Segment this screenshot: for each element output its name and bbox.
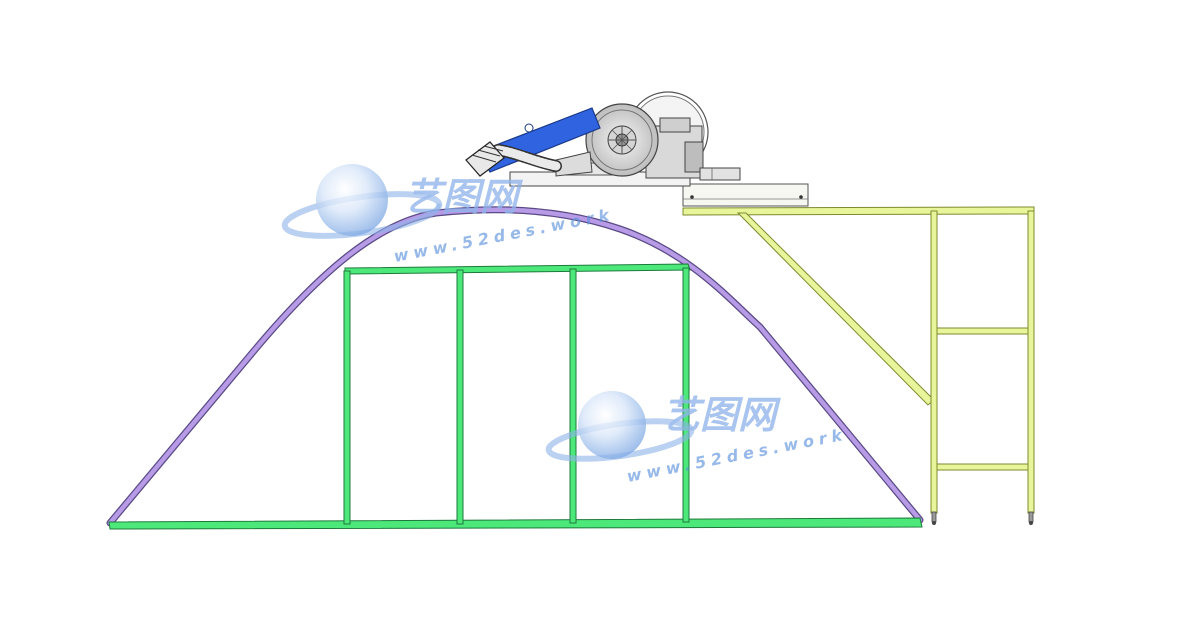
- support-stand: [682, 183, 1035, 525]
- watermark-brand: 艺图网: [404, 175, 523, 219]
- watermark-center: 艺图网 www.52des.work: [545, 391, 849, 486]
- arch-frame: [106, 206, 924, 527]
- globe-logo-icon: [545, 391, 695, 462]
- base-frame: [108, 263, 923, 530]
- watermark-brand: 艺图网: [662, 393, 781, 437]
- machine-assembly: [509, 91, 741, 187]
- flex-hose: [465, 141, 562, 177]
- globe-logo-icon: [281, 164, 443, 239]
